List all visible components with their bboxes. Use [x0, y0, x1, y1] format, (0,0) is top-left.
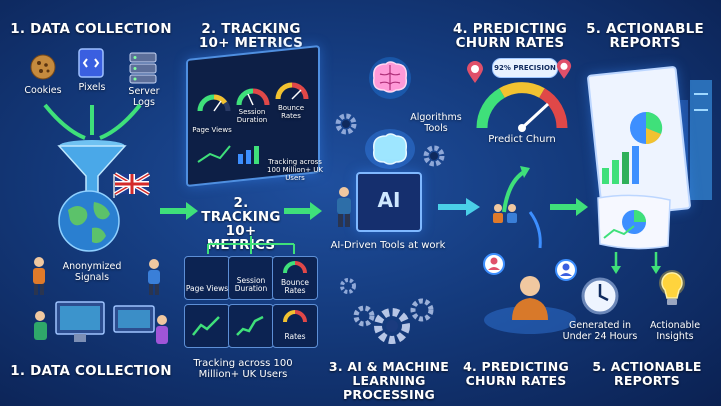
ai-brain-glow-icon: [365, 129, 415, 169]
gauge-label-bounce-rates: Bounce Rates: [277, 104, 305, 120]
bottom-step3-heading: 3. AI & MACHINE LEARNING PROCESSING: [328, 359, 450, 402]
bottom-step1-heading: 1. DATA COLLECTION: [10, 363, 172, 379]
bottom-tracking-label: Tracking across 100 Million+ UK Users: [193, 358, 293, 380]
precision-badge-text: 92% PRECISION: [494, 64, 556, 72]
brain-icon: [369, 57, 411, 99]
pin-icon: [556, 59, 572, 79]
gauge-icon: [283, 261, 307, 274]
middle-step2-heading: 2. TRACKING 10+ METRICS: [201, 195, 281, 253]
server-icon: [129, 52, 157, 84]
metric-tile-label: Page Views: [185, 284, 229, 293]
insights-label: Actionable Insights: [649, 320, 701, 342]
metric-tile-label: Bounce Rates: [281, 278, 309, 295]
metric-tile-label: Session Duration: [234, 276, 268, 293]
gauge-icon: [283, 310, 307, 323]
ai-caption: AI-Driven Tools at work: [330, 240, 446, 251]
report-scroll-icon: [597, 194, 671, 250]
step4-heading: 4. PREDICTING CHURN RATES: [452, 21, 568, 51]
flow-arrow-4: [550, 198, 588, 216]
report-tree-connector: [611, 252, 661, 274]
churn-flow-icon: [493, 166, 542, 249]
churn-gauge-icon: [476, 82, 568, 132]
report-pie-icon: [630, 111, 663, 145]
cookie-icon: [30, 54, 56, 80]
gauge-label-session-duration: Session Duration: [236, 108, 268, 124]
uk-flag-icon: [113, 172, 151, 198]
gauge-page-views-icon: [197, 94, 231, 112]
lightbulb-icon: [659, 270, 685, 305]
anonymized-signals-label: Anonymized Signals: [62, 261, 122, 283]
source-label-pixels: Pixels: [78, 82, 106, 93]
source-label-server-logs: Server Logs: [128, 86, 160, 108]
gauge-session-duration-icon: [236, 88, 270, 106]
algorithms-tools-label: Algorithms Tools: [410, 112, 462, 134]
source-label-cookies: Cookies: [24, 85, 62, 96]
workstation-icon: [34, 301, 168, 344]
ai-chip: AI: [356, 172, 422, 232]
metric-tile-chart-2: [228, 304, 274, 348]
gear-icon: [423, 145, 445, 167]
person-icon: [148, 259, 160, 295]
bottom-step4-heading: 4. PREDICTING CHURN RATES: [463, 359, 569, 388]
tree-connector: [207, 236, 295, 254]
step2-heading: 2. TRACKING 10+ METRICS: [198, 21, 304, 51]
gear-icon: [340, 278, 356, 294]
step1-heading: 1. DATA COLLECTION: [10, 21, 172, 37]
metric-tile-page-views: Page Views: [184, 256, 230, 300]
gear-icon: [335, 113, 357, 135]
pin-icon: [467, 61, 483, 83]
people-icon: [33, 257, 45, 295]
gauge-label-page-views: Page Views: [192, 126, 232, 134]
flow-arrow-1: [160, 202, 198, 220]
churn-person-icon: [483, 253, 577, 334]
ai-gears-icon: [353, 298, 434, 344]
bottom-step5-heading: 5. ACTIONABLE REPORTS: [592, 359, 702, 388]
ai-chip-label: AI: [377, 188, 401, 212]
flow-arrow-3: [438, 198, 480, 216]
generated-label: Generated in Under 24 Hours: [562, 320, 638, 342]
pixel-icon: [78, 48, 104, 78]
metric-tile-bounce-rates: Bounce Rates: [272, 256, 318, 300]
line-chart-icon: [192, 316, 220, 336]
precision-badge: 92% PRECISION: [492, 58, 558, 78]
source-arrows: [43, 103, 142, 140]
dashboard-line-chart: [197, 145, 259, 164]
funnel-icon: [57, 140, 127, 195]
predict-churn-label: Predict Churn: [488, 134, 556, 145]
step5-heading: 5. ACTIONABLE REPORTS: [586, 21, 704, 51]
report-bar-chart-icon: [602, 146, 639, 184]
metric-tile-rates: Rates: [272, 304, 318, 348]
dashboard-tracking-label: Tracking across 100 Million+ UK Users: [267, 158, 323, 182]
gauge-bounce-rates-icon: [275, 82, 309, 100]
globe-icon: [58, 190, 120, 252]
flow-arrow-2: [284, 202, 322, 220]
engineer-icon: [337, 187, 351, 227]
metric-tile-label: Rates: [284, 332, 306, 341]
metric-tile-session-duration: Session Duration: [228, 256, 274, 300]
metric-tile-chart-1: [184, 304, 230, 348]
line-chart-icon: [236, 315, 264, 336]
clock-icon: [581, 277, 619, 315]
